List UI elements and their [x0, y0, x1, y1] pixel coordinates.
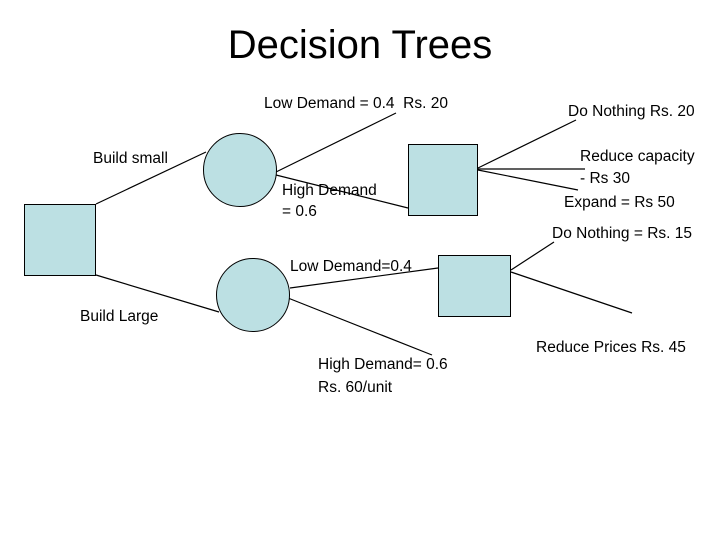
label-high-demand-build-large-line1: High Demand= 0.6: [318, 356, 448, 373]
edge-large-reduce-prices: [510, 271, 633, 314]
edge-small-expand: [477, 169, 579, 191]
label-expand-rs-50: Expand = Rs 50: [564, 194, 675, 211]
label-reduce-capacity-line2: - Rs 30: [580, 170, 630, 187]
label-low-demand-build-large: Low Demand=0.4: [290, 258, 412, 275]
label-high-demand-build-small-line2: = 0.6: [282, 203, 317, 220]
node-chance-build-large[interactable]: [216, 258, 290, 332]
node-decision-large-low-demand[interactable]: [438, 255, 511, 317]
label-reduce-capacity-line1: Reduce capacity: [580, 148, 695, 165]
label-reduce-prices-rs-45: Reduce Prices Rs. 45: [536, 339, 686, 356]
label-do-nothing-rs-15: Do Nothing = Rs. 15: [552, 225, 693, 242]
edge-chance-small-low: [275, 112, 397, 173]
label-high-demand-build-small-line1: High Demand: [282, 182, 377, 199]
label-low-demand-build-small: Low Demand = 0.4 Rs. 20: [264, 95, 448, 112]
node-decision-small-high-demand[interactable]: [408, 144, 478, 216]
label-do-nothing-rs-20: Do Nothing Rs. 20: [568, 103, 695, 120]
edge-small-do-nothing: [477, 119, 577, 169]
page-title: Decision Trees: [227, 23, 493, 67]
edge-chance-large-high: [287, 297, 433, 356]
edge-large-do-nothing: [510, 241, 555, 271]
label-build-large: Build Large: [80, 308, 159, 325]
label-high-demand-build-large-line2: Rs. 60/unit: [318, 379, 393, 396]
node-root-decision[interactable]: [24, 204, 96, 276]
label-build-small: Build small: [93, 150, 168, 167]
node-chance-build-small[interactable]: [203, 133, 277, 207]
